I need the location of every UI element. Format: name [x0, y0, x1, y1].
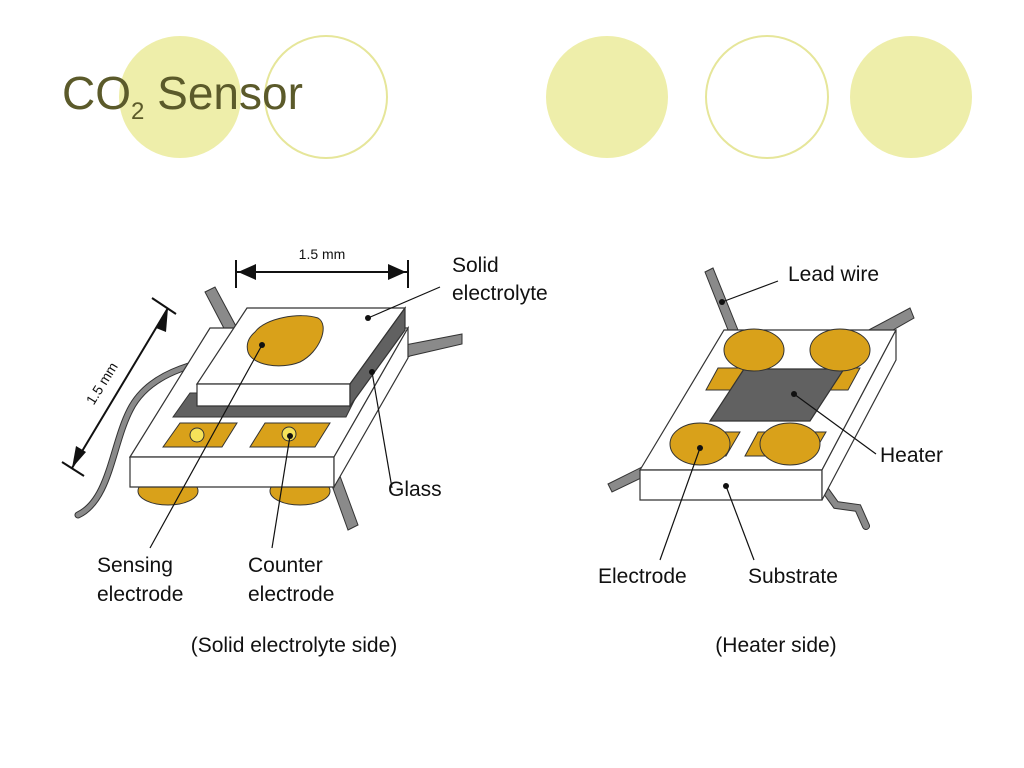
label-sensing-2: electrode [97, 583, 183, 606]
decor-circle-outline-2 [705, 35, 829, 159]
label-counter-1: Counter [248, 554, 323, 577]
label-electrolyte: electrolyte [452, 282, 548, 305]
electrode-bottom-right [759, 422, 821, 466]
dim-side-tick-bottom [61, 461, 85, 477]
leader-glass [371, 371, 393, 489]
substrate-front [129, 456, 335, 488]
dim-top-arrow-left [238, 264, 256, 280]
dim-side-line [71, 307, 169, 469]
leader-solid-electrolyte-dot [365, 315, 371, 321]
lead-wire-bottom-right-fill [815, 477, 869, 529]
leader-electrode [659, 447, 701, 561]
substrate-side [333, 325, 409, 490]
decor-circle-outline-1 [264, 35, 388, 159]
left-sensor-diagram: 1.5 mm 1.5 mm Solid electrolyte Glass Se… [61, 246, 548, 657]
leader-sensing-electrode [149, 344, 263, 549]
electrode-top-left [723, 328, 785, 372]
label-sensing-1: Sensing [97, 554, 173, 577]
label-heater: Heater [880, 444, 943, 467]
label-glass: Glass [388, 478, 442, 501]
label-counter-2: electrode [248, 583, 334, 606]
right-sensor-diagram: Lead wire Heater Electrode Substrate (He… [598, 263, 943, 657]
leader-counter-electrode [271, 435, 291, 549]
label-electrode: Electrode [598, 565, 687, 588]
dim-side-arrow-bottom [72, 446, 86, 468]
title-main: CO [62, 67, 131, 119]
electrode-top-right [809, 328, 871, 372]
dim-top-arrow-right [388, 264, 406, 280]
electrolyte-front [196, 383, 351, 407]
substrate-front [639, 469, 823, 501]
caption-right: (Heater side) [715, 634, 836, 657]
leader-lead-wire-dot [719, 299, 725, 305]
dim-side-tick-top [151, 297, 177, 315]
sensing-electrode [246, 315, 324, 367]
decor-circle-filled-2 [546, 36, 668, 158]
leader-heater [793, 393, 877, 455]
decor-circle-filled-1 [119, 36, 241, 158]
dim-side-arrow-top [156, 308, 168, 332]
leader-solid-electrolyte [367, 286, 441, 319]
decor-circle-filled-3 [850, 36, 972, 158]
title-subscript: 2 [131, 98, 145, 125]
leader-electrode-dot [697, 445, 703, 451]
leader-sensing-electrode-dot [259, 342, 265, 348]
label-substrate: Substrate [748, 565, 838, 588]
leader-lead-wire [721, 280, 779, 303]
electrolyte-side [349, 306, 406, 408]
leader-glass-dot [369, 369, 375, 375]
electrode-bottom-left [669, 422, 731, 466]
counter-pad-left-dot [189, 427, 205, 443]
leader-substrate [725, 485, 755, 561]
label-solid: Solid [452, 254, 499, 277]
label-lead-wire: Lead wire [788, 263, 879, 286]
dim-side-label: 1.5 mm [83, 359, 121, 407]
decorative-circles [119, 35, 972, 159]
slide-title: CO2 Sensor [62, 66, 303, 126]
dim-top-label: 1.5 mm [299, 246, 346, 262]
title-rest: Sensor [144, 67, 303, 119]
leader-counter-electrode-dot [287, 433, 293, 439]
caption-left: (Solid electrolyte side) [191, 634, 398, 657]
leader-substrate-dot [723, 483, 729, 489]
substrate-side [821, 329, 897, 501]
leader-heater-dot [791, 391, 797, 397]
